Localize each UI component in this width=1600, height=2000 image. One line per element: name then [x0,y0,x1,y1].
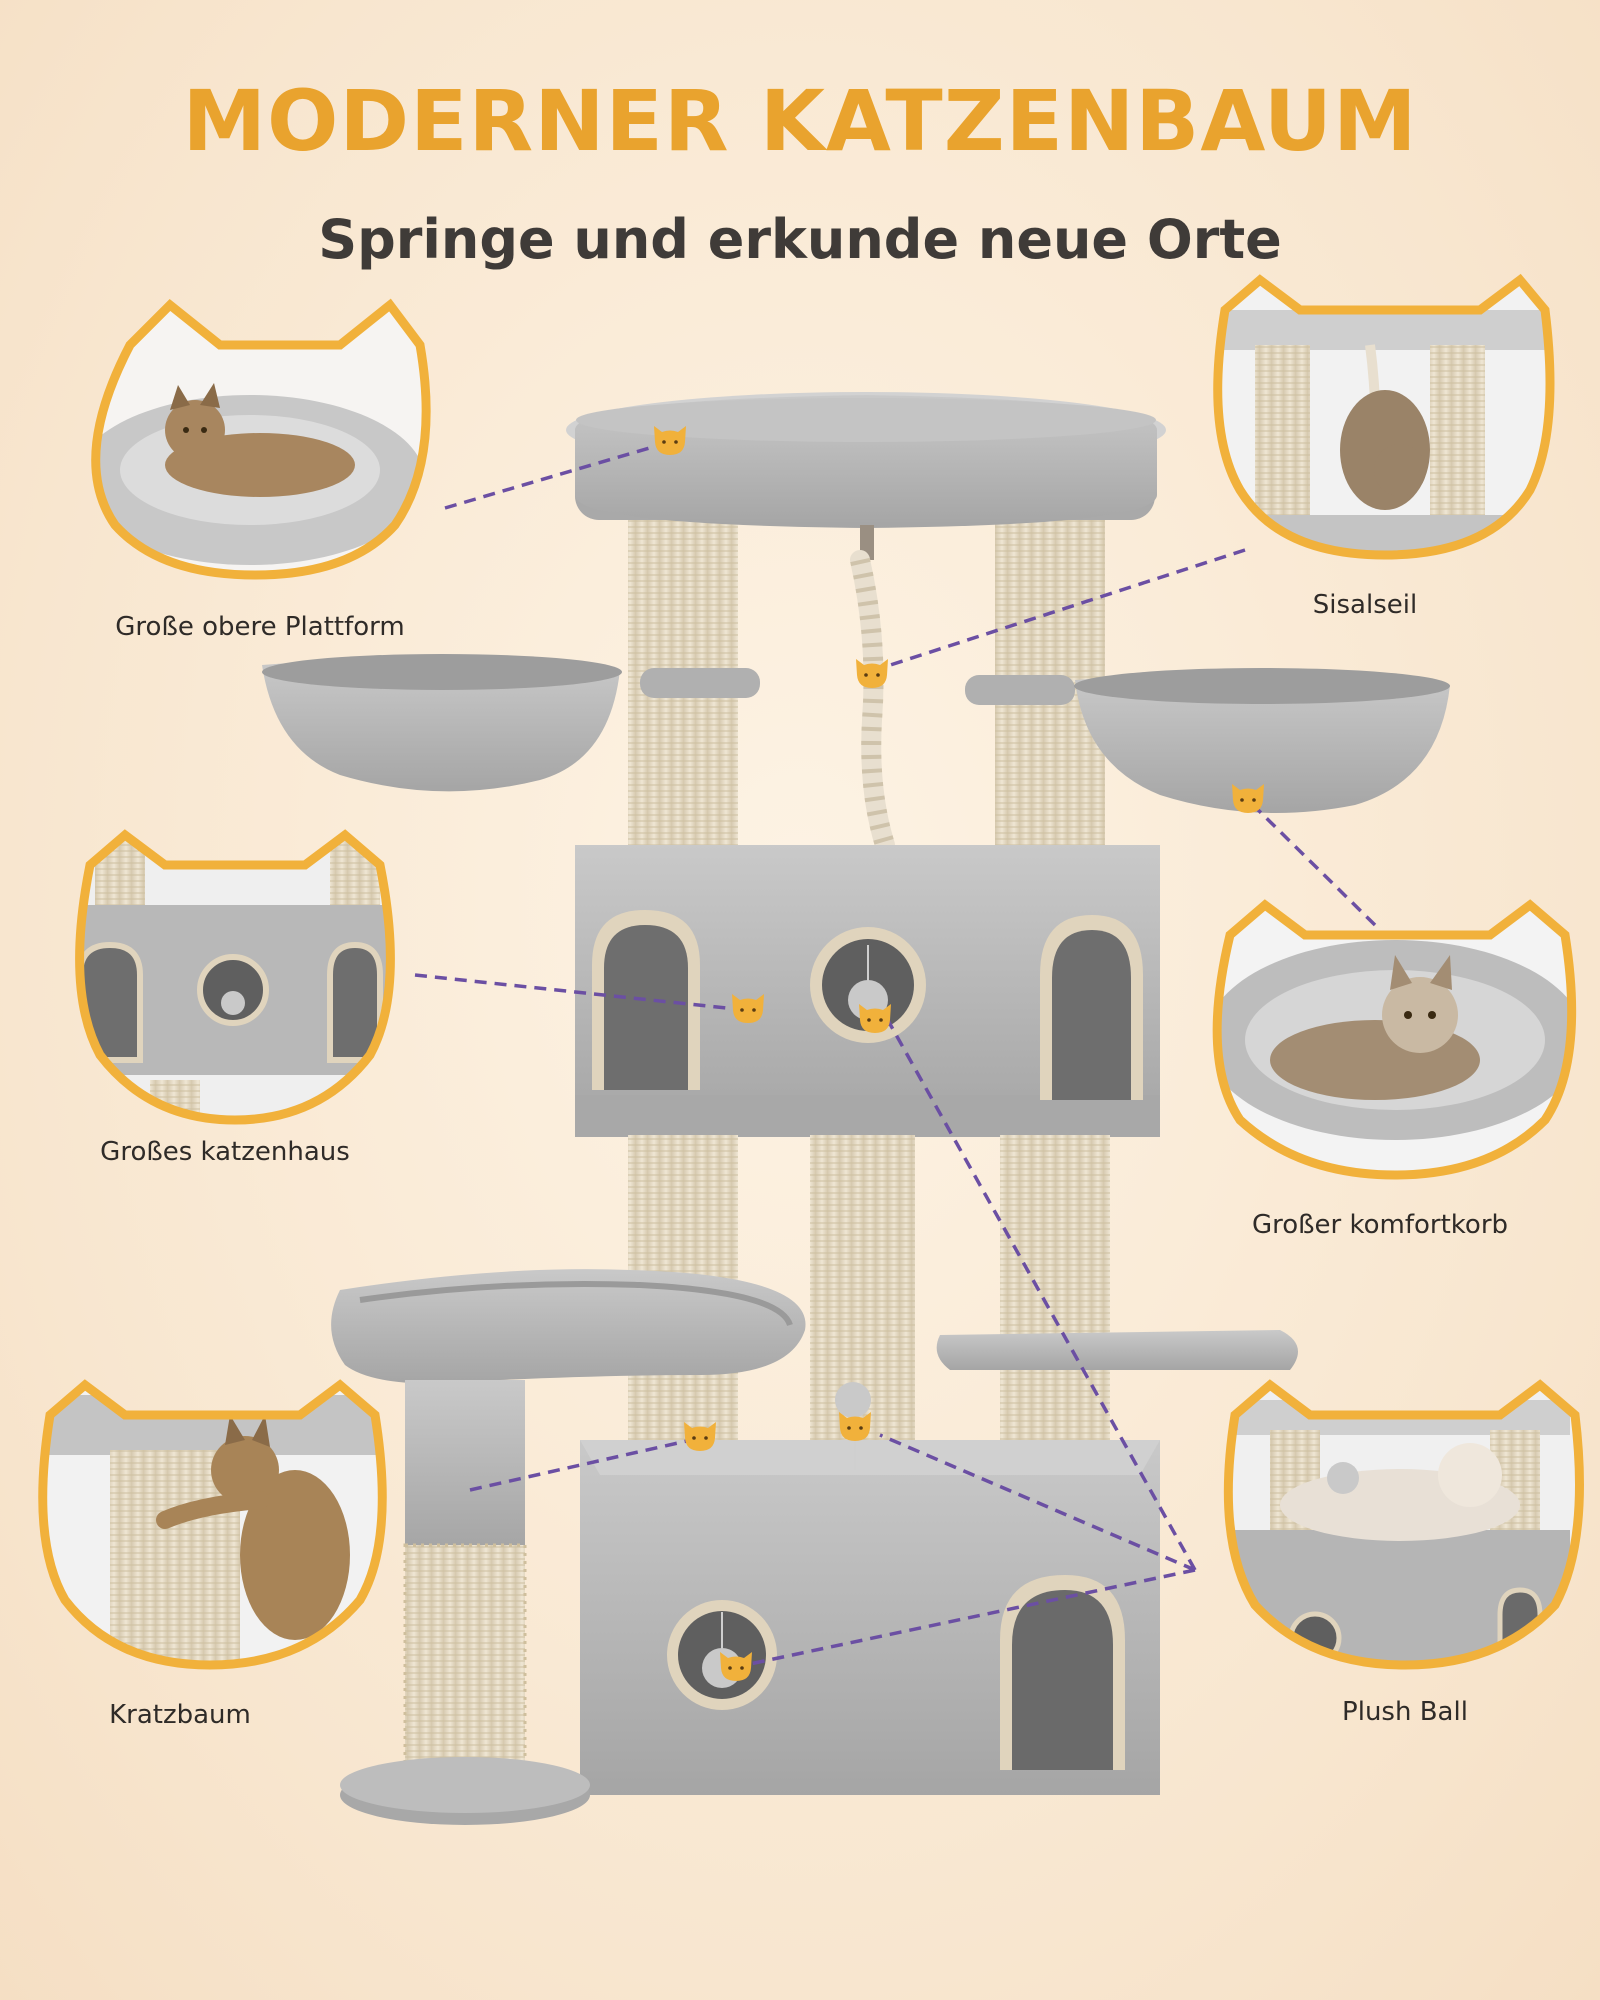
thumb-cat-house [75,829,395,1125]
connector-plush-ball-2 [879,1433,1196,1572]
page-title: MODERNER KATZENBAUM [182,72,1418,170]
connector-plush-ball-1 [744,1568,1196,1667]
top-platform [566,392,1166,528]
post-lower-right [1000,1135,1110,1465]
connector-comfort-basket [1246,798,1377,927]
label-comfort-basket: Großer komfortkorb [1251,1210,1509,1240]
label-top-platform: Große obere Plattform [115,612,405,642]
label-sisal-rope: Sisalseil [1312,590,1418,620]
label-cat-house: Großes katzenhaus [100,1137,350,1167]
scratching-column [340,1380,590,1825]
label-scratching-post: Kratzbaum [109,1700,251,1730]
right-basket [965,668,1450,813]
thumb-top-platform [91,298,431,580]
sisal-rope-toy [850,525,895,855]
left-basket [262,654,760,792]
connector-cat-house [414,973,746,1012]
post-lower-center [810,1135,915,1465]
thumb-scratching-post [38,1379,387,1670]
page-subtitle: Springe und erkunde neue Orte [318,208,1282,271]
connector-plush-ball-3 [883,1014,1197,1571]
thumb-plush-ball [1223,1379,1584,1670]
step-platform [936,1330,1298,1370]
connector-sisal-rope [874,548,1246,672]
connector-lines [414,440,1377,1667]
label-plush-ball: Plush Ball [1342,1697,1468,1727]
thumb-comfort-basket [1212,899,1577,1180]
hanging-ball [835,1382,871,1418]
left-perch [331,1269,806,1384]
middle-cat-house [575,845,1160,1137]
cat-tree [262,392,1450,1825]
bottom-cat-house [580,1440,1160,1795]
thumb-sisal-rope [1213,273,1555,560]
